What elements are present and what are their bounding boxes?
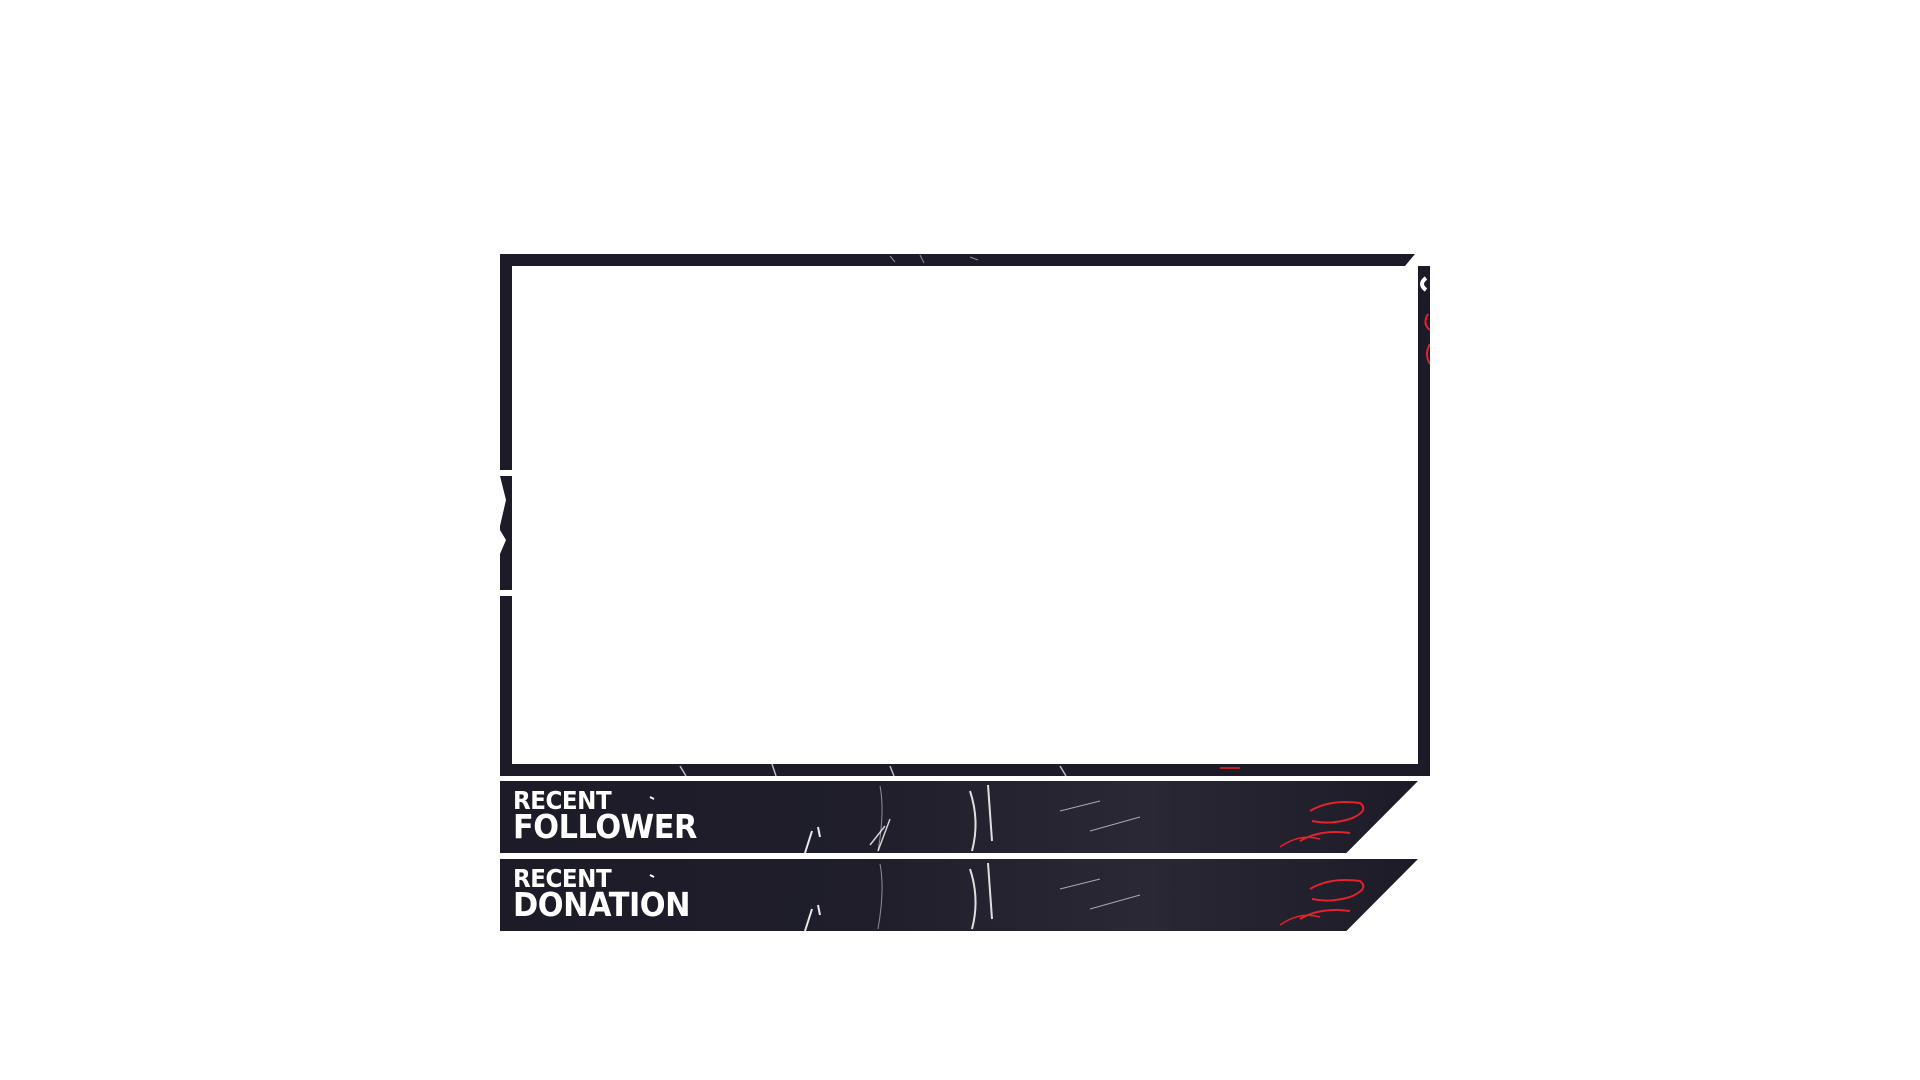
recent-donation-label: RECENT DONATION [513,864,706,924]
recent-follower-line1: RECENT [513,786,612,815]
recent-follower-line2: FOLLOWER [513,807,697,846]
recent-follower-bar: RECENT FOLLOWER [500,781,1418,853]
recent-donation-line2: DONATION [513,885,691,924]
webcam-frame [500,254,1430,776]
bar-texture [649,862,1365,931]
recent-donation-bar: RECENT DONATION [500,859,1418,931]
bar-texture [649,784,1365,853]
recent-follower-label: RECENT FOLLOWER [513,786,713,846]
recent-donation-line1: RECENT [513,864,612,893]
frame-side-notch [492,470,512,596]
